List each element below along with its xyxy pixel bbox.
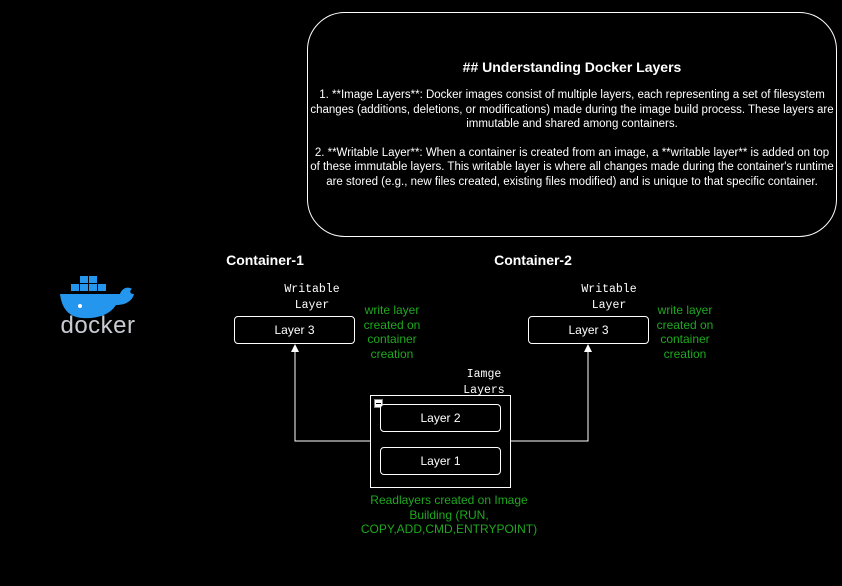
image-layers-group[interactable] — [370, 395, 511, 488]
image-layers-label: Iamge Layers — [463, 368, 505, 397]
docker-whale-icon — [60, 276, 134, 319]
container-1-annotation: write layer created on container creatio… — [363, 303, 421, 361]
container-1-writable-label: Writable Layer — [284, 283, 340, 312]
image-layer-1[interactable]: Layer 1 — [380, 447, 501, 475]
docker-logo-text: docker — [60, 312, 136, 339]
collapse-icon[interactable] — [374, 399, 383, 408]
container-1-title: Container-1 — [226, 252, 304, 268]
image-layer-2[interactable]: Layer 2 — [380, 404, 501, 432]
arrowhead-container-2 — [584, 344, 592, 352]
docker-logo: docker — [58, 272, 138, 342]
container-2-annotation: write layer created on container creatio… — [656, 303, 714, 361]
note-point-writable-layer: 2. **Writable Layer**: When a container … — [310, 146, 834, 188]
arrowhead-container-1 — [291, 344, 299, 352]
docker-layers-note: ## Understanding Docker Layers 1. **Imag… — [307, 12, 837, 237]
arrow-to-container-2 — [511, 351, 589, 442]
image-layers-annotation: Readlayers created on Image Building (RU… — [360, 493, 538, 536]
note-title: ## Understanding Docker Layers — [462, 58, 682, 75]
container-2-title: Container-2 — [494, 252, 572, 268]
arrow-to-container-1 — [294, 351, 370, 442]
container-2-writable-label: Writable Layer — [581, 283, 637, 312]
container-2-layer-3[interactable]: Layer 3 — [528, 316, 649, 344]
note-point-image-layers: 1. **Image Layers**: Docker images consi… — [310, 89, 834, 131]
container-1-layer-3[interactable]: Layer 3 — [234, 316, 355, 344]
